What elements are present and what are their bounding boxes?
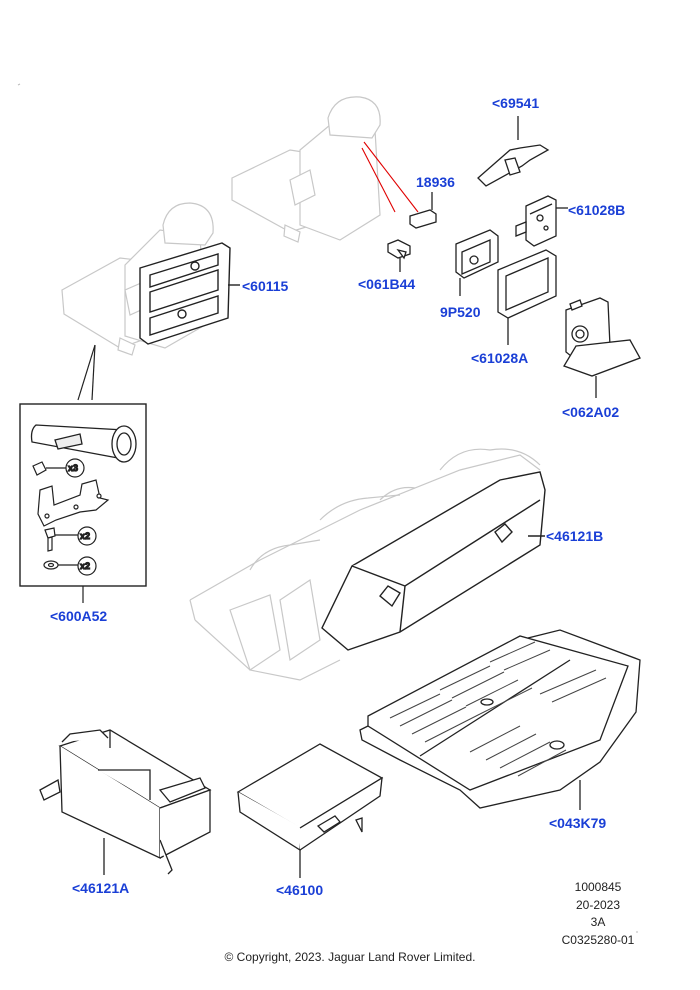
callout-60115[interactable]: <60115 (242, 278, 289, 294)
diagram-date: 20-2023 (575, 898, 621, 912)
part-061B44[interactable] (387, 239, 411, 272)
kit-bolt: x2 (44, 526, 97, 552)
storage-box-46121A[interactable] (39, 729, 212, 875)
kit-leaders (77, 344, 96, 401)
callout-46121B[interactable]: <46121B (546, 528, 604, 544)
callout-69541[interactable]: <69541 (492, 95, 540, 111)
corner-mark (17, 83, 21, 86)
callout-061B44[interactable]: <061B44 (358, 276, 416, 292)
kit-washer: x2 (43, 556, 97, 576)
kit-cylinder (30, 424, 137, 463)
load-floor-043K79[interactable] (359, 629, 641, 810)
kit-clip: x3 (32, 458, 85, 478)
diagram-rev: 3A (590, 915, 606, 929)
svg-text:x3: x3 (68, 463, 78, 473)
part-69541[interactable] (477, 116, 550, 187)
callout-18936[interactable]: 18936 (416, 174, 455, 190)
diagram-code: C0325280-01 (561, 933, 635, 947)
ghost-front-seat-rear (231, 96, 381, 243)
callout-61028B[interactable]: <61028B (568, 202, 626, 218)
ghost-rear-seat (189, 448, 541, 681)
red-leaders (361, 141, 419, 213)
callout-043K79[interactable]: <043K79 (549, 815, 607, 831)
part-61028A[interactable] (497, 249, 557, 345)
diagram-id: 1000845 (574, 880, 622, 894)
kit-bracket (37, 479, 110, 527)
callout-062A02[interactable]: <062A02 (562, 404, 620, 420)
svg-text:x2: x2 (80, 531, 90, 541)
callout-61028A[interactable]: <61028A (471, 350, 529, 366)
part-61028B[interactable] (515, 195, 568, 247)
copyright-notice: © Copyright, 2023. Jaguar Land Rover Lim… (224, 950, 476, 964)
part-18936[interactable] (409, 192, 437, 229)
part-9P520[interactable] (455, 229, 499, 296)
callout-600A52[interactable]: <600A52 (50, 608, 108, 624)
kit-box-600A52[interactable]: x3 x2 x2 (19, 403, 147, 603)
seatback-panel-60115[interactable] (139, 242, 240, 345)
callout-46121A[interactable]: <46121A (72, 880, 130, 896)
case-46100[interactable] (236, 743, 384, 878)
callout-46100[interactable]: <46100 (276, 882, 324, 898)
part-062A02[interactable] (563, 297, 641, 398)
svg-text:x2: x2 (80, 561, 90, 571)
callout-9P520[interactable]: 9P520 (440, 304, 481, 320)
rear-cover-46121B[interactable] (321, 471, 546, 651)
